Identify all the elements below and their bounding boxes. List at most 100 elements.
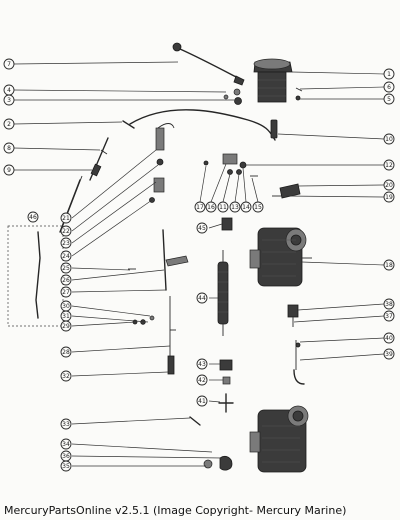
callout-number: 10 <box>385 136 393 143</box>
callout-number: 45 <box>198 225 206 232</box>
callout-circle <box>3 142 15 154</box>
callout-number: 11 <box>219 204 227 211</box>
spark-cable-part <box>172 42 245 86</box>
callout-14: 14 <box>240 201 252 213</box>
callout-28: 28 <box>60 346 72 358</box>
callout-41: 41 <box>196 395 208 407</box>
callout-number: 17 <box>196 204 204 211</box>
callout-35: 35 <box>60 460 72 472</box>
callout-number: 16 <box>207 204 215 211</box>
callout-circle <box>383 348 395 360</box>
callout-circle <box>196 374 208 386</box>
callout-circle <box>383 191 395 203</box>
callout-circle <box>60 418 72 430</box>
callout-number: 46 <box>29 214 37 221</box>
callout-number: 14 <box>242 204 250 211</box>
callout-number: 24 <box>62 253 70 260</box>
callout-circle <box>196 358 208 370</box>
callout-number: 30 <box>62 303 70 310</box>
callout-2: 2 <box>3 118 15 130</box>
callout-number: 40 <box>385 335 393 342</box>
callout-circle <box>217 201 229 213</box>
callout-circle <box>252 201 264 213</box>
choke-solenoid-part <box>223 58 303 105</box>
fuel-fittings-parts <box>218 217 234 413</box>
callout-number: 13 <box>231 204 239 211</box>
callout-25: 25 <box>60 262 72 274</box>
callout-circle <box>60 320 72 332</box>
callout-circle <box>383 133 395 145</box>
callout-37: 37 <box>383 310 395 322</box>
callout-38: 38 <box>383 298 395 310</box>
callout-number: 25 <box>62 265 70 272</box>
callout-number: 34 <box>62 441 70 448</box>
callout-29: 29 <box>60 320 72 332</box>
callout-32: 32 <box>60 370 72 382</box>
callout-45: 45 <box>196 222 208 234</box>
callout-number: 15 <box>254 204 262 211</box>
callout-1: 1 <box>383 68 395 80</box>
callout-12: 12 <box>383 159 395 171</box>
callout-number: 33 <box>62 421 70 428</box>
callout-circle <box>196 222 208 234</box>
callout-circle <box>205 201 217 213</box>
callout-circle <box>60 460 72 472</box>
callout-40: 40 <box>383 332 395 344</box>
callout-number: 3 <box>7 97 11 104</box>
callout-number: 36 <box>62 453 70 460</box>
callout-39: 39 <box>383 348 395 360</box>
callout-43: 43 <box>196 358 208 370</box>
callout-number: 26 <box>62 277 70 284</box>
callout-number: 28 <box>62 349 70 356</box>
callout-number: 23 <box>62 240 70 247</box>
callout-number: 5 <box>387 96 391 103</box>
callout-11: 11 <box>217 201 229 213</box>
callout-9: 9 <box>3 164 15 176</box>
callout-number: 42 <box>198 377 206 384</box>
callout-number: 37 <box>385 313 393 320</box>
callout-number: 31 <box>62 313 70 320</box>
callout-circle <box>196 395 208 407</box>
callout-circle <box>383 179 395 191</box>
callout-circle <box>27 211 39 223</box>
spring-washer-parts <box>149 123 175 203</box>
callout-number: 2 <box>7 121 11 128</box>
callout-circle <box>383 259 395 271</box>
callout-circle <box>383 159 395 171</box>
callout-34: 34 <box>60 438 72 450</box>
callout-27: 27 <box>60 286 72 298</box>
callout-circle <box>60 286 72 298</box>
small-hardware-top-right <box>203 153 301 199</box>
callout-number: 18 <box>385 262 393 269</box>
callout-33: 33 <box>60 418 72 430</box>
callout-circle <box>383 310 395 322</box>
callout-16: 16 <box>205 201 217 213</box>
callout-number: 7 <box>7 61 11 68</box>
callout-30: 30 <box>60 300 72 312</box>
callout-22: 22 <box>60 225 72 237</box>
callout-circle <box>3 94 15 106</box>
callout-7: 7 <box>3 58 15 70</box>
callout-circle <box>60 274 72 286</box>
callout-circle <box>60 225 72 237</box>
callout-20: 20 <box>383 179 395 191</box>
callout-circle <box>194 201 206 213</box>
callout-circle <box>60 370 72 382</box>
throttle-linkage-part <box>162 229 189 375</box>
callout-number: 39 <box>385 351 393 358</box>
callout-number: 44 <box>198 295 206 302</box>
callout-23: 23 <box>60 237 72 249</box>
callout-circle <box>60 237 72 249</box>
callout-number: 41 <box>198 398 206 405</box>
callout-6: 6 <box>383 81 395 93</box>
callout-number: 20 <box>385 182 393 189</box>
callout-number: 19 <box>385 194 393 201</box>
plunger-part <box>270 119 278 139</box>
small-screws-parts <box>128 268 155 325</box>
callout-17: 17 <box>194 201 206 213</box>
callout-number: 6 <box>387 84 391 91</box>
inset-detail-box <box>7 225 64 327</box>
callout-circle <box>3 58 15 70</box>
callout-number: 29 <box>62 323 70 330</box>
